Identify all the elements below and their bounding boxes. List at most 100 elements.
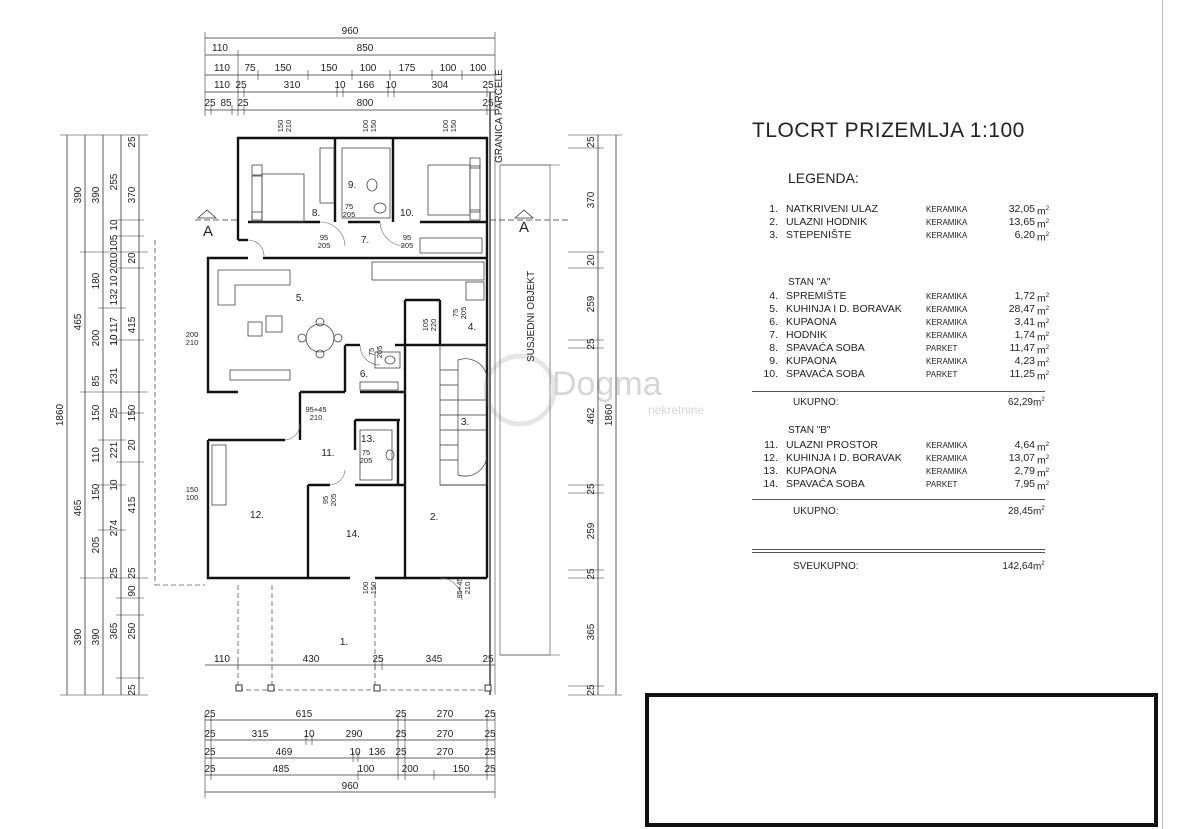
door-label-1: 150210 (276, 120, 293, 133)
svg-text:Dogma: Dogma (552, 365, 662, 403)
covered-entrance-outline (154, 240, 490, 691)
dim-left-41: 25 (127, 684, 138, 696)
dim-bottom-15: 10 (349, 747, 361, 758)
dim-left-40: 250 (127, 622, 138, 639)
dim-left-2: 465 (73, 313, 84, 330)
dim-right-8: 259 (586, 522, 597, 539)
dim-right-5: 25 (586, 338, 597, 350)
dim-bottom-22: 100 (358, 764, 375, 775)
dim-left-22: 117 (109, 317, 120, 333)
dim-right-4: 259 (586, 295, 597, 312)
dim-left-18: 20 (109, 262, 120, 274)
dim-bottom-17: 25 (395, 747, 407, 758)
dim-top-22: 25 (237, 98, 249, 109)
watermark-logo: Dogma nekretnine (483, 353, 704, 427)
dim-top-5: 75 (244, 63, 256, 74)
neighbour-building-label: SUSJEDNI OBJEKT (526, 271, 537, 362)
dim-left-32: 370 (127, 186, 138, 203)
dim-top-9: 175 (399, 63, 416, 74)
dim-left-3: 465 (73, 499, 84, 516)
dim-top-3: 850 (357, 43, 374, 54)
room-numbers: 1. 2. 3. 4. 5. 6. 7. 8. 9. 10. 11. 12. 1… (250, 180, 476, 648)
section-marker-right: A (519, 219, 529, 236)
dim-right-6: 462 (586, 407, 597, 424)
dim-top-14: 310 (284, 80, 301, 91)
dim-right-11: 25 (586, 684, 597, 696)
dim-bottom-1: 25 (204, 709, 216, 720)
room-number-14: 14. (346, 529, 360, 540)
room-number-9: 9. (348, 180, 356, 191)
dim-left-27: 10 (109, 479, 120, 491)
dim-left-34: 415 (127, 316, 138, 333)
door-label-9: 75205 (451, 307, 468, 320)
dim-bottom-21: 485 (273, 764, 290, 775)
dim-right-2: 370 (586, 191, 597, 208)
dim-inner-3: 25 (372, 654, 384, 665)
dim-inner-5: 25 (482, 654, 494, 665)
door-label-13: 95205 (321, 494, 338, 507)
dim-right-1: 25 (586, 136, 597, 148)
dim-bottom-23: 200 (402, 764, 419, 775)
dim-left-29: 25 (109, 567, 120, 579)
building-walls (206, 136, 489, 580)
dim-left-38: 25 (127, 567, 138, 579)
room-number-4: 4. (468, 322, 476, 333)
left-dimension-values: 1860 390 465 465 390 390 180 200 85 150 … (55, 136, 138, 696)
door-label-3: 100150 (441, 120, 458, 133)
dim-top-12: 110 (214, 80, 230, 91)
door-label-15: 100150 (361, 582, 378, 595)
room-number-13: 13. (361, 434, 375, 445)
dim-top-21: 85 (220, 98, 232, 109)
dim-left-39: 90 (127, 585, 138, 597)
dim-top-10: 100 (440, 63, 457, 74)
dim-bottom-20: 25 (204, 764, 216, 775)
bed-room-10 (427, 164, 471, 216)
dim-top-2: 110 (212, 43, 228, 54)
room-number-10: 10. (400, 208, 414, 219)
top-dimension-lines (204, 32, 496, 116)
door-label-8: 105220 (421, 319, 438, 332)
right-dimension-values: 1860 25 370 20 259 25 462 25 259 25 365 … (586, 136, 615, 696)
room-number-11: 11. (321, 448, 334, 459)
dim-top-6: 150 (275, 63, 292, 74)
dim-left-7: 200 (91, 329, 102, 346)
dim-top-20: 25 (204, 98, 216, 109)
dim-left-8: 85 (91, 375, 102, 387)
left-dimension-lines (60, 134, 148, 696)
divider-double-1 (752, 549, 1045, 550)
room-number-3: 3. (461, 417, 469, 428)
right-dimension-lines (568, 134, 622, 696)
section-marker-left: A (203, 223, 213, 240)
dim-bottom-6: 25 (204, 729, 216, 740)
room-number-12: 12. (250, 510, 264, 521)
dim-left-17: 10 (109, 252, 120, 264)
dim-left-16: 105 (109, 234, 120, 251)
sheet-border-right (1162, 0, 1163, 829)
dim-left-23: 10 (109, 334, 120, 346)
divider-double-2 (752, 552, 1045, 553)
room-number-7: 7. (361, 235, 369, 246)
dim-inner-2: 430 (303, 654, 320, 665)
dim-bottom-18: 270 (437, 747, 454, 758)
dim-bottom-12: 25 (484, 729, 496, 740)
dim-bottom-14: 469 (276, 747, 293, 758)
dim-right-7: 25 (586, 483, 597, 495)
dim-top-4: 110 (214, 63, 230, 74)
